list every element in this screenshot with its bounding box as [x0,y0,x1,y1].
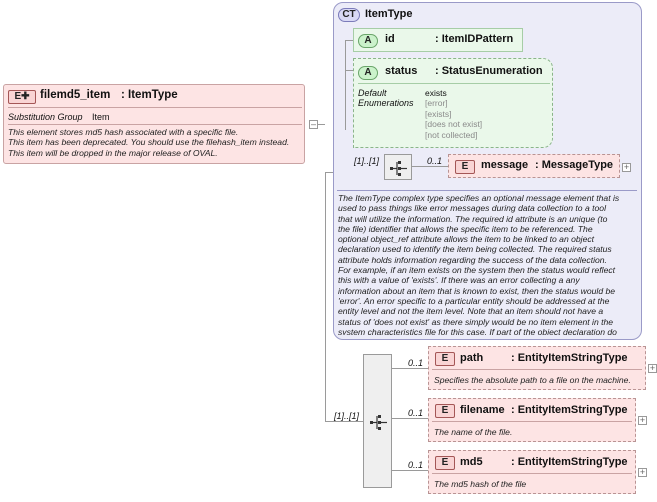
attribute-name: id [385,33,395,45]
doc-line: This item will be dropped in the major r… [8,147,218,158]
message-element-box[interactable]: E message : MessageType [448,154,620,178]
connector-line [345,40,353,41]
expand-toggle[interactable]: + [622,162,631,172]
divider [8,107,302,108]
doc-line: that will utilize the information. The r… [338,213,608,224]
divider [432,369,642,370]
connector-line [392,418,428,419]
element-icon: E [435,404,455,418]
md5-element-box[interactable]: E md5 : EntityItemStringType The md5 has… [428,450,636,494]
connector-line [345,40,346,130]
connector-line [392,368,428,369]
substitution-group-label: Substitution Group [8,112,83,122]
element-documentation: Specifies the absolute path to a file on… [434,375,631,385]
divider [432,421,632,422]
doc-line: status of 'does not exist' as there simp… [338,316,614,327]
element-cardinality: 0..1 [408,408,424,418]
complex-type-icon: CT [338,8,360,22]
collapse-toggle[interactable]: – [309,119,318,129]
doc-line: information about an item that is known … [338,285,616,296]
root-element-box[interactable]: E✚ filemd5_item : ItemType Substitution … [3,84,305,164]
element-cardinality: 0..1 [408,460,424,470]
doc-line: attribute holds information regarding th… [338,254,607,265]
doc-line: this with a value of 'exists'. If there … [338,275,580,286]
divider [337,190,637,191]
enum-value: [exists] [425,108,452,119]
enumeration-list: [error] [exists] [does not exist] [not c… [425,98,482,140]
connector-line [412,166,448,167]
substitution-group-value: Item [92,112,110,122]
complex-type-name: ItemType [365,8,413,20]
attribute-type: : ItemIDPattern [435,33,514,45]
element-name: md5 [460,456,483,468]
element-name: path [460,352,484,364]
default-value: exists [425,88,447,98]
connector-line [325,172,326,421]
sequence-compositor[interactable] [363,354,392,488]
sequence-cardinality: [1]..[1] [354,156,380,166]
element-icon: E✚ [8,90,36,104]
doc-line: system characteristics file for this cas… [338,326,617,335]
connector-line [318,124,325,125]
expand-toggle[interactable]: + [638,415,647,425]
attribute-name: status [385,65,418,77]
element-name: message [481,159,529,171]
message-cardinality: 0..1 [427,156,443,166]
plus-icon: ✚ [21,91,30,102]
element-name: filemd5_item [40,89,111,101]
element-icon: E [435,352,455,366]
element-type: : EntityItemStringType [511,456,628,468]
attribute-status-box[interactable]: A status : StatusEnumeration Default Enu… [353,58,553,148]
element-documentation: The name of the file. [434,427,513,437]
doc-line: The ItemType complex type specifies an o… [338,193,620,203]
doc-line: optional object_ref attribute allows the… [338,234,595,245]
element-type: : MessageType [535,159,614,171]
connector-line [392,470,428,471]
attribute-icon: A [358,34,378,48]
connector-line [325,421,363,422]
element-documentation: This element stores md5 hash associated … [8,127,304,158]
default-label: Default [358,88,387,98]
complex-type-documentation: The ItemType complex type specifies an o… [338,193,638,335]
doc-line: This item has been deprecated. You shoul… [8,137,290,148]
filename-element-box[interactable]: E filename : EntityItemStringType The na… [428,398,636,442]
enumerations-label: Enumerations [358,98,414,108]
doc-line: This element stores md5 hash associated … [8,127,239,137]
connector-line [345,70,353,71]
attribute-type: : StatusEnumeration [435,65,543,77]
enum-value: [does not exist] [425,119,483,129]
doc-line: entity level and not the item level. Not… [338,306,604,317]
doc-line: used to pass things like error messages … [338,203,606,214]
divider [8,124,302,125]
attribute-icon: A [358,66,378,80]
sequence-cardinality: [1]..[1] [334,411,360,421]
enum-value: [error] [425,98,448,108]
element-icon: E [435,456,455,470]
expand-toggle[interactable]: + [648,363,657,373]
divider [358,83,550,84]
doc-line: the file) identifier that allows the spe… [338,223,593,234]
doc-line: For example, if an item exists on the sy… [338,265,616,276]
element-name: filename [460,404,505,416]
sequence-icon [370,415,387,430]
sequence-compositor[interactable] [384,154,412,180]
expand-toggle[interactable]: + [638,467,647,477]
element-type: : ItemType [121,89,178,101]
sequence-icon [390,161,407,176]
path-element-box[interactable]: E path : EntityItemStringType Specifies … [428,346,646,390]
element-documentation: The md5 hash of the file [434,479,527,489]
element-icon: E [455,160,475,174]
element-cardinality: 0..1 [408,358,424,368]
element-type: : EntityItemStringType [511,352,628,364]
doc-line: declaration used to identify the item be… [338,244,612,255]
doc-line: 'error'. An error specific to a particul… [338,295,610,306]
element-badge-text: E [14,91,22,102]
enum-value: [not collected] [425,129,478,140]
element-type: : EntityItemStringType [511,404,628,416]
divider [432,473,632,474]
attribute-id-box[interactable]: A id : ItemIDPattern [353,28,523,52]
